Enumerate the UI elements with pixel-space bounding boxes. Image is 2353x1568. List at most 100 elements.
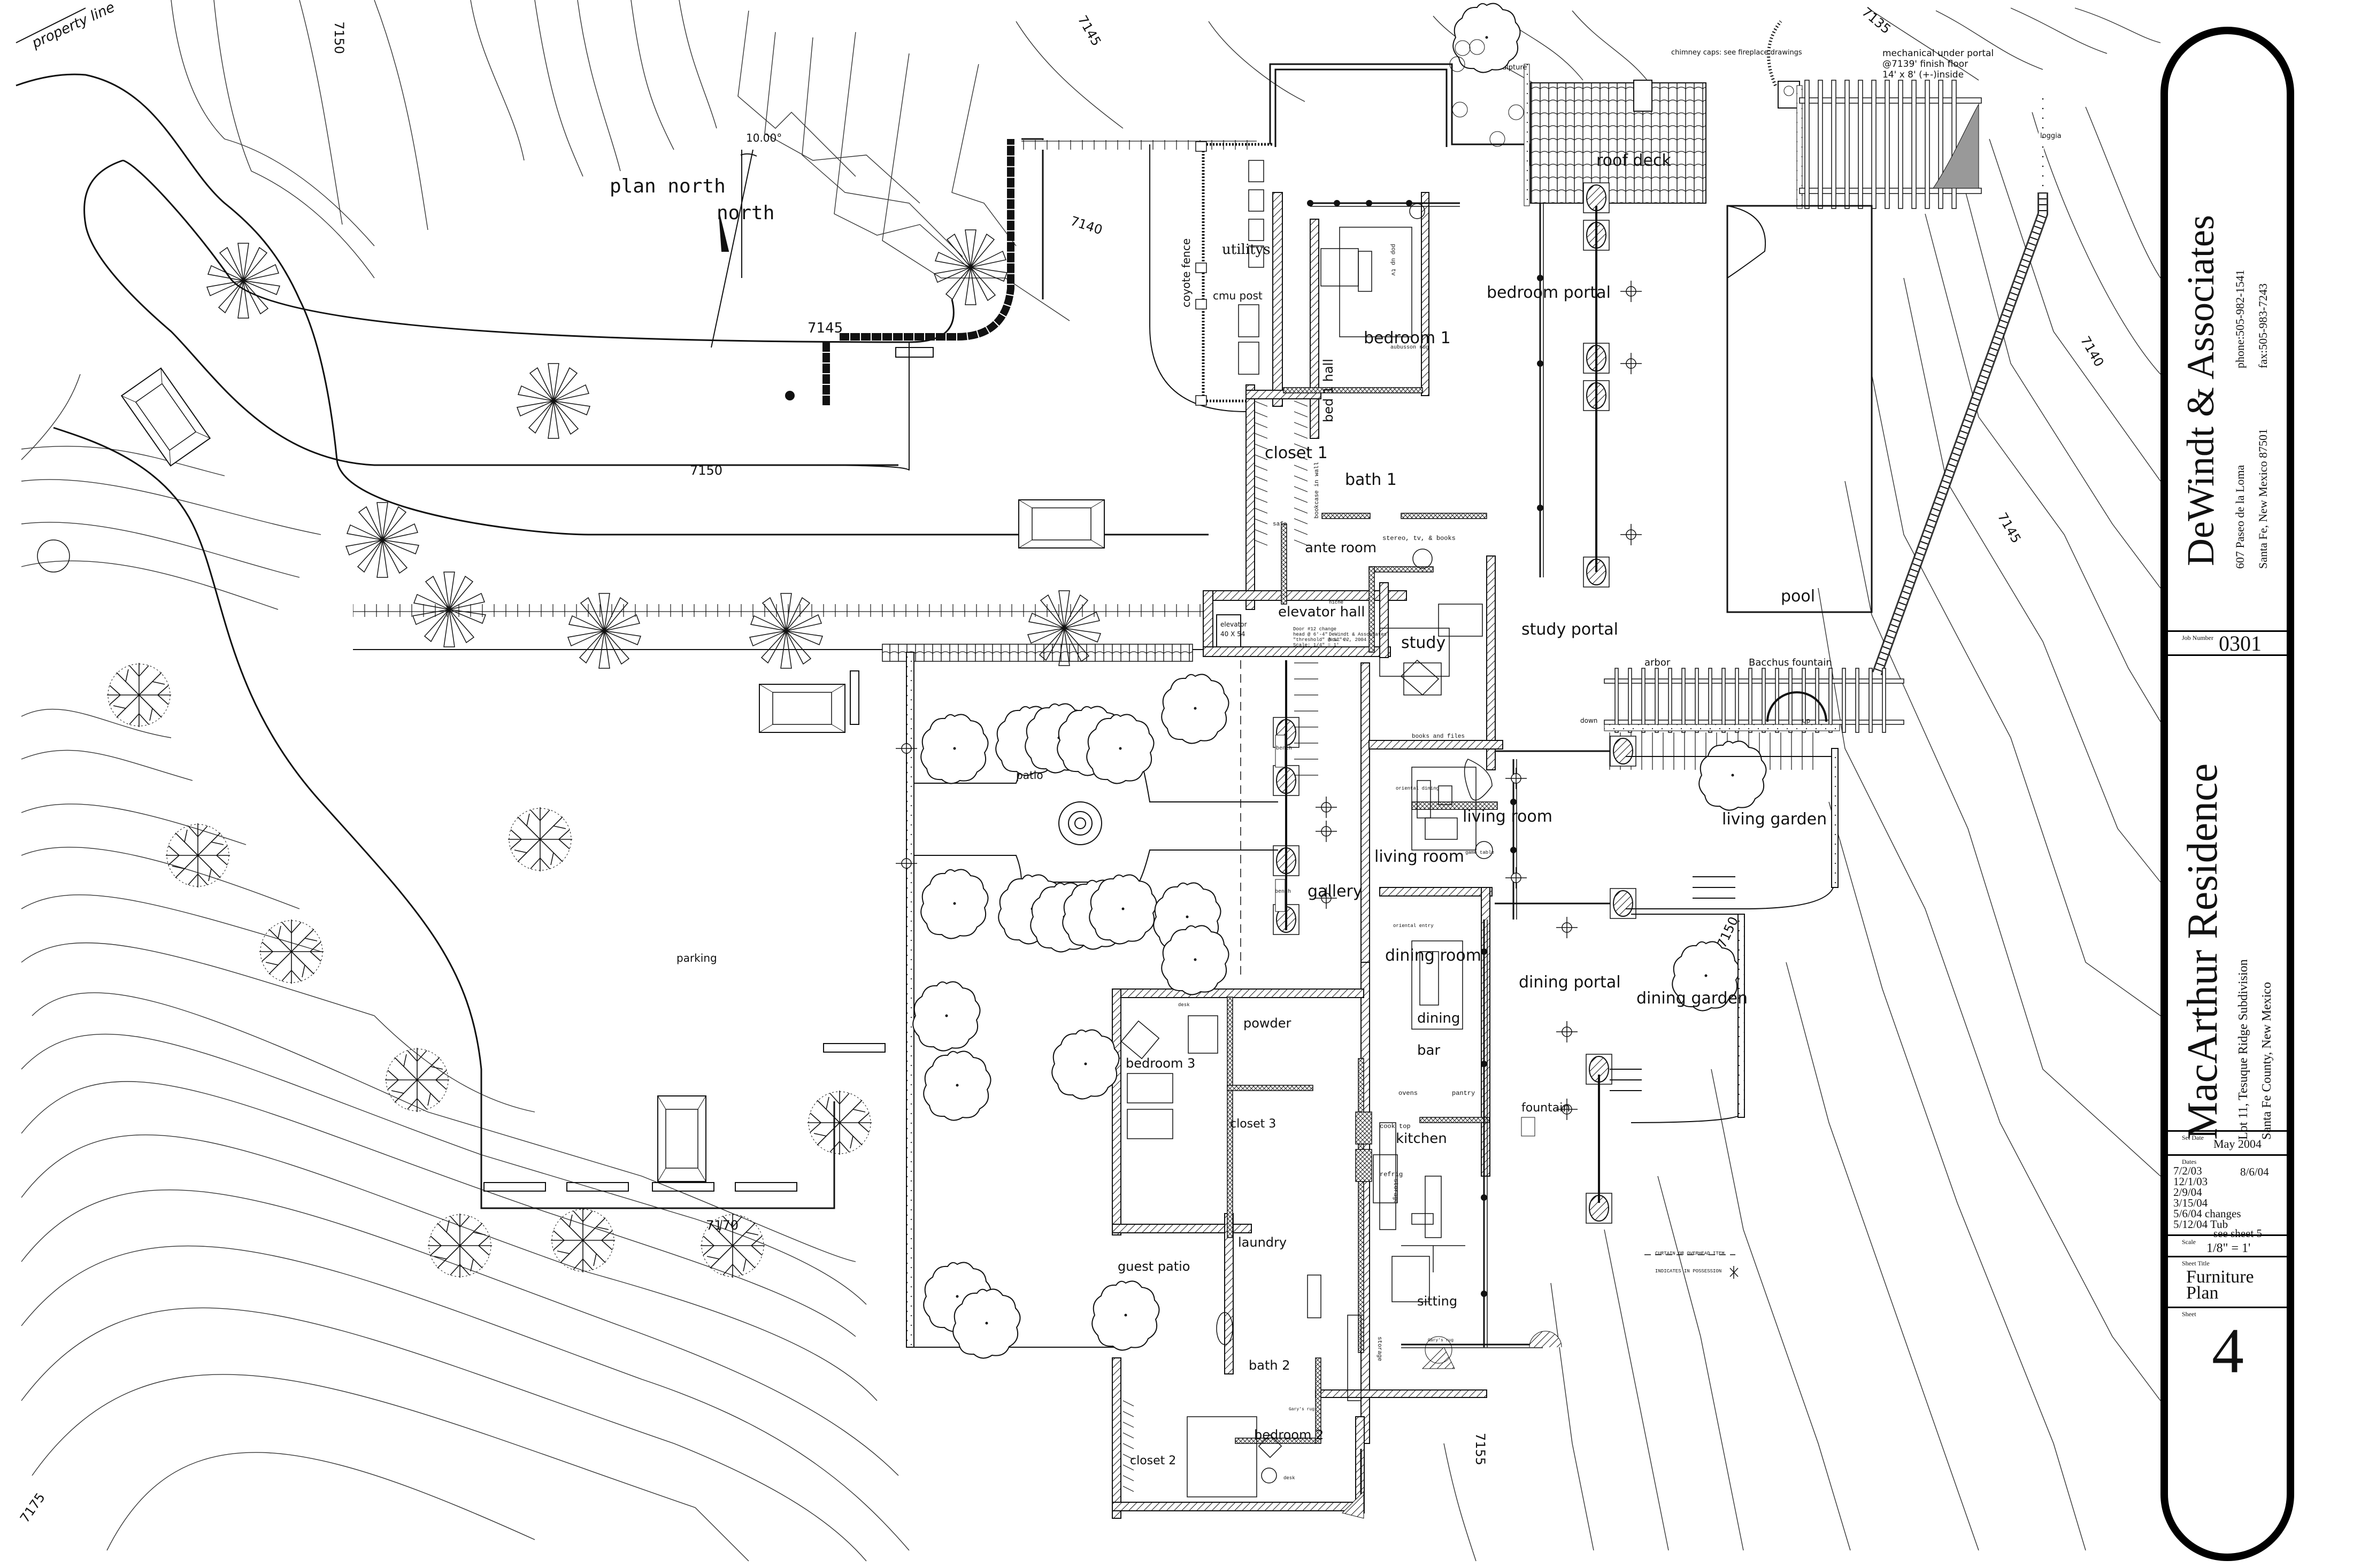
label-kitchen: kitchen	[1396, 1131, 1447, 1147]
north-arrow-icon	[711, 149, 757, 348]
project-county: Santa Fe County, New Mexico	[2260, 982, 2274, 1140]
job-number-cell: Job Number 0301	[2168, 630, 2287, 655]
label-dining: dining	[1417, 1010, 1460, 1026]
loggia-shade	[1933, 103, 1979, 189]
label-dining-room: dining room	[1385, 946, 1481, 965]
property-line-label: property line	[29, 0, 117, 52]
set-date: May 2004	[2213, 1137, 2262, 1150]
set-date-cell: Set Date May 2004	[2168, 1130, 2287, 1154]
firm-city: Santa Fe, New Mexico 87501	[2256, 428, 2270, 569]
north-label: north	[717, 202, 774, 224]
driveway	[16, 73, 1209, 536]
svg-text:7145: 7145	[808, 320, 843, 336]
possession-asterisk-icon	[1729, 1266, 1739, 1279]
label-gallery: gallery	[1308, 882, 1363, 901]
project-name: MacArthur Residence	[2179, 763, 2226, 1140]
legend-possession: INDICATES IN POSSESSION	[1655, 1269, 1722, 1274]
label-closet-2: closet 2	[1130, 1454, 1176, 1467]
car	[657, 1095, 706, 1182]
car	[1018, 499, 1105, 549]
property-line	[16, 7, 86, 43]
label-closet-1: closet 1	[1265, 444, 1328, 462]
deciduous-trees	[37, 539, 872, 1278]
svg-text:7135: 7135	[1859, 4, 1894, 37]
svg-text:loggia: loggia	[2040, 132, 2062, 140]
svg-text:coyote fence: coyote fence	[1180, 238, 1193, 307]
scale-value: 1/8" = 1'	[2206, 1241, 2251, 1255]
window-walls	[1310, 202, 1623, 1502]
svg-text:cmu post: cmu post	[1213, 289, 1263, 302]
pool	[1726, 205, 1873, 613]
roof-deck-bushes	[1449, 39, 1524, 147]
tile-roof	[1530, 82, 1706, 204]
legend-curtain: CURTAIN OR OVERHEAD ITEM	[1655, 1251, 1725, 1256]
svg-text:Bacchus fountain: Bacchus fountain	[1749, 657, 1832, 668]
svg-text:7140: 7140	[2078, 334, 2107, 369]
bacchus-fountain	[1766, 691, 1827, 722]
svg-text:7145: 7145	[1995, 510, 2024, 546]
north-angle-label: 10.00°	[746, 132, 782, 144]
gardens	[1610, 748, 1839, 1123]
label-bedroom-portal: bedroom portal	[1487, 283, 1611, 302]
svg-text:chimney caps: see fireplace dr: chimney caps: see fireplace drawings	[1671, 49, 1802, 57]
label-bath-2: bath 2	[1249, 1358, 1290, 1373]
label-ante-room: ante room	[1305, 540, 1377, 556]
furniture	[1120, 203, 1493, 1497]
svg-text:mechanical under portal: mechanical under portal	[1882, 48, 1994, 59]
label-living-garden: living garden	[1722, 810, 1827, 829]
label-study: study	[1401, 634, 1446, 652]
svg-text:elevator: elevator	[1220, 621, 1247, 628]
revision-date-extra: 8/6/04	[2240, 1165, 2269, 1178]
label-bedroom-3: bedroom 3	[1126, 1056, 1196, 1071]
title-block: DeWindt & Associates 607 Paseo de la Lom…	[2160, 27, 2294, 1561]
firm-fax: fax:505-983-7243	[2256, 283, 2270, 368]
label-fountain: fountain	[1521, 1101, 1571, 1115]
elevator	[1216, 614, 1241, 647]
svg-text:7155: 7155	[1473, 1433, 1488, 1465]
roof-deck-area	[1269, 63, 1531, 166]
label-sitting: sitting	[1417, 1294, 1458, 1309]
job-number: 0301	[2219, 631, 2262, 655]
arbor	[1604, 668, 1904, 733]
label-bed-1-hall: bed 1 hall	[1321, 358, 1336, 422]
label-laundry: laundry	[1238, 1235, 1287, 1250]
label-elevator-hall: elevator hall	[1278, 604, 1365, 620]
palm-trees	[206, 229, 1101, 669]
portal-columns	[1273, 182, 1636, 1224]
label-dining-portal: dining portal	[1519, 973, 1621, 992]
label-dining-garden: dining garden	[1636, 989, 1748, 1008]
label-patio: patio	[1016, 769, 1043, 782]
label-living-room: living room	[1374, 847, 1464, 866]
firm-block: DeWindt & Associates 607 Paseo de la Lom…	[2168, 34, 2287, 630]
project-lot: Lot 11, Tesuque Ridge Subdivision	[2236, 959, 2250, 1140]
label-powder: powder	[1243, 1016, 1291, 1031]
firm-address: 607 Paseo de la Loma	[2233, 465, 2247, 569]
firm-name: DeWindt & Associates	[2179, 215, 2222, 566]
label-guest-patio: guest patio	[1118, 1259, 1190, 1274]
roof-deck-label: roof deck	[1596, 151, 1671, 170]
loggia-trellis	[1799, 80, 1982, 209]
label-bedroom-2: bedroom 2	[1254, 1427, 1324, 1442]
pool-label: pool	[1781, 587, 1815, 606]
svg-text:14' x 8' (+-)inside: 14' x 8' (+-)inside	[1882, 69, 1964, 80]
walkway-tiles	[353, 604, 1209, 617]
scale-cell: Scale 1/8" = 1'	[2168, 1234, 2287, 1257]
label-living-room-2: living room	[1463, 807, 1552, 826]
label-bath-1: bath 1	[1345, 470, 1397, 489]
label-bar: bar	[1417, 1042, 1441, 1059]
svg-text:down: down	[1580, 717, 1597, 724]
svg-text:utilitys: utilitys	[1222, 242, 1271, 258]
svg-text:7150: 7150	[332, 21, 347, 54]
sheet-number: 4	[2212, 1315, 2244, 1386]
kitchen-casework	[1307, 1111, 1465, 1401]
contour-lines	[21, 0, 2161, 1562]
label-study-portal: study portal	[1521, 620, 1618, 639]
label-bedroom-1: bedroom 1	[1364, 329, 1451, 347]
